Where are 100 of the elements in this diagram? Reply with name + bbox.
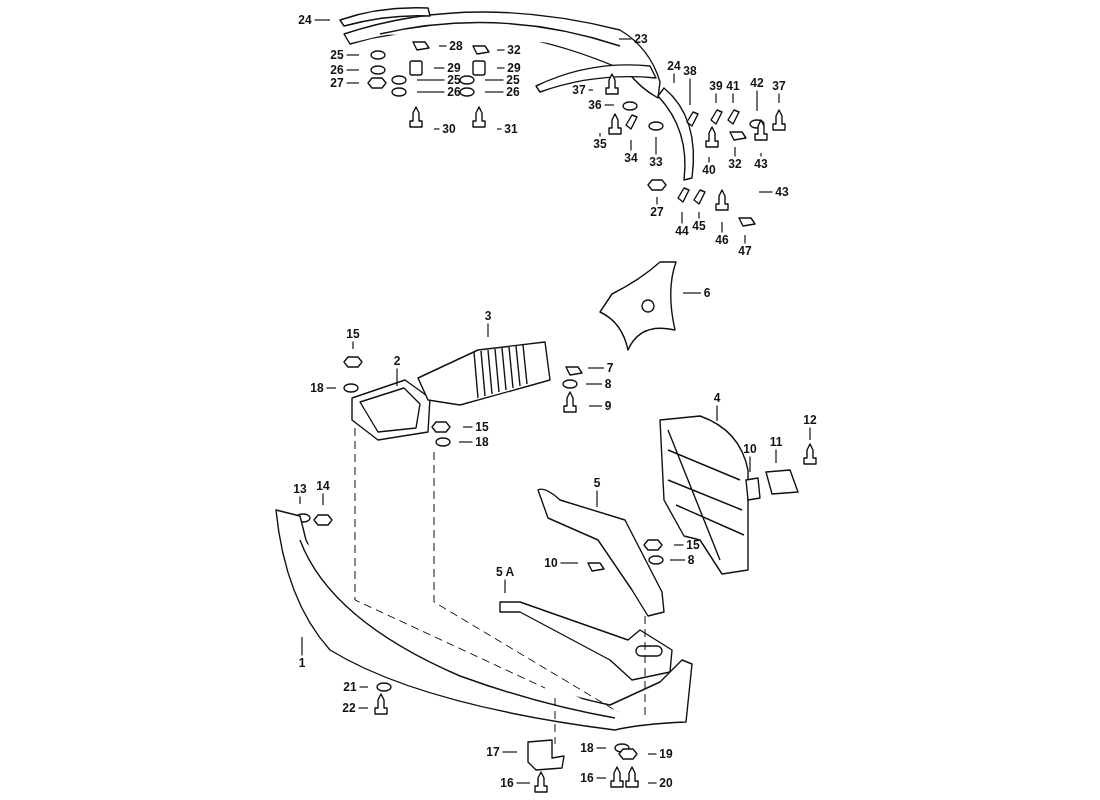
leader-line xyxy=(599,132,601,138)
leader-line xyxy=(462,426,474,428)
leader-line xyxy=(487,322,489,338)
callout-number: 5 A xyxy=(493,564,517,580)
callout-number: 5 xyxy=(592,475,602,491)
leader-line xyxy=(673,72,675,84)
leader-line xyxy=(715,92,717,104)
leader-line xyxy=(313,19,331,21)
callout-number: 19 xyxy=(657,746,675,762)
callout-number: 23 xyxy=(632,31,650,47)
leader-line xyxy=(322,492,324,506)
callout-number: 6 xyxy=(702,285,712,301)
callout-number: 24 xyxy=(665,58,683,74)
callout-number: 20 xyxy=(657,775,675,791)
callout-number: 43 xyxy=(773,184,791,200)
callout-number: 30 xyxy=(440,121,458,137)
leader-line xyxy=(778,92,780,104)
leader-line xyxy=(515,782,531,784)
callout-number: 9 xyxy=(603,398,613,414)
leader-line xyxy=(585,383,603,385)
callout-number: 16 xyxy=(498,775,516,791)
leader-line xyxy=(345,54,360,56)
leader-line xyxy=(682,292,702,294)
leader-line xyxy=(433,67,446,69)
callout-number: 13 xyxy=(291,481,309,497)
leader-line xyxy=(496,49,506,51)
callout-number: 31 xyxy=(502,121,520,137)
callout-number: 40 xyxy=(700,162,718,178)
callout-number: 38 xyxy=(681,63,699,79)
leader-line xyxy=(775,448,777,464)
leader-line xyxy=(587,89,594,91)
callout-number: 37 xyxy=(570,82,588,98)
leader-line xyxy=(416,91,446,93)
callout-number: 43 xyxy=(752,156,770,172)
leader-line xyxy=(416,79,446,81)
callout-number: 15 xyxy=(684,537,702,553)
callout-number: 21 xyxy=(341,679,359,695)
leader-line xyxy=(681,211,683,225)
leader-line xyxy=(325,387,337,389)
leader-line xyxy=(588,405,603,407)
callout-number: 15 xyxy=(344,326,362,342)
leader-line xyxy=(673,544,685,546)
callout-number: 44 xyxy=(673,223,691,239)
leader-line xyxy=(345,69,360,71)
leader-line xyxy=(504,578,506,594)
leader-line xyxy=(559,562,579,564)
leader-line xyxy=(603,104,615,106)
leader-line xyxy=(595,777,607,779)
leader-line xyxy=(496,128,503,130)
leader-line xyxy=(587,367,605,369)
leader-line xyxy=(496,67,506,69)
callout-number: 18 xyxy=(308,380,326,396)
leader-line xyxy=(433,128,441,130)
leader-line xyxy=(299,495,301,505)
leader-line xyxy=(708,156,710,164)
callout-number: 45 xyxy=(690,218,708,234)
leader-line xyxy=(760,152,762,158)
callout-number: 2 xyxy=(392,353,402,369)
leader-line xyxy=(744,234,746,245)
leader-line xyxy=(484,91,505,93)
callout-number: 32 xyxy=(726,156,744,172)
callout-number: 3 xyxy=(483,308,493,324)
leader-line xyxy=(734,146,736,158)
callout-number: 15 xyxy=(473,419,491,435)
leader-line xyxy=(596,489,598,508)
callout-number: 26 xyxy=(328,62,346,78)
leader-line xyxy=(501,751,518,753)
callout-number: 42 xyxy=(748,75,766,91)
callout-number: 4 xyxy=(712,390,722,406)
leader-line xyxy=(647,782,658,784)
callout-number: 7 xyxy=(605,360,615,376)
leader-line xyxy=(357,707,369,709)
callout-number: 14 xyxy=(314,478,332,494)
callout-number: 18 xyxy=(578,740,596,756)
callout-number: 27 xyxy=(328,75,346,91)
leader-line xyxy=(756,89,758,112)
callout-number: 8 xyxy=(603,376,613,392)
callout-number: 47 xyxy=(736,243,754,259)
callout-number: 18 xyxy=(473,434,491,450)
leader-line xyxy=(358,686,369,688)
leader-line xyxy=(484,79,505,81)
callout-number: 28 xyxy=(447,38,465,54)
callout-number: 36 xyxy=(586,97,604,113)
leader-line xyxy=(630,139,632,152)
callout-number: 34 xyxy=(622,150,640,166)
callout-number: 35 xyxy=(591,136,609,152)
leader-line xyxy=(458,441,474,443)
callout-number: 25 xyxy=(328,47,346,63)
leader-line xyxy=(647,753,658,755)
leader-line xyxy=(345,82,360,84)
callout-number: 27 xyxy=(648,204,666,220)
leader-line xyxy=(396,367,398,387)
callout-number: 33 xyxy=(647,154,665,170)
leader-line xyxy=(749,455,751,473)
leader-line xyxy=(758,191,774,193)
callout-number: 37 xyxy=(770,78,788,94)
callout-number: 17 xyxy=(484,744,502,760)
leader-line xyxy=(698,211,700,220)
leader-line xyxy=(716,404,718,422)
leader-line xyxy=(595,747,607,749)
